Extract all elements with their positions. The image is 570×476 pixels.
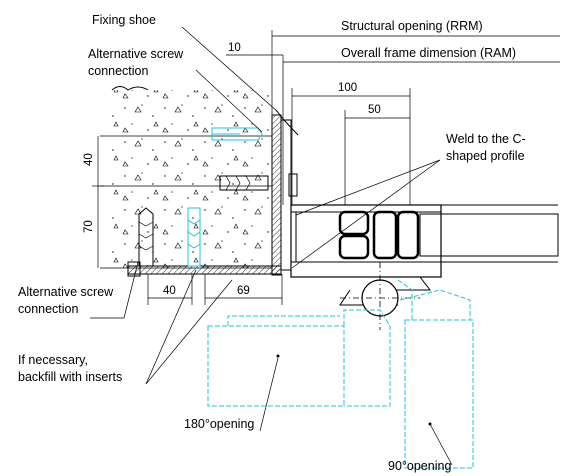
label-alt-screw-top: Alternative screw bbox=[88, 47, 184, 61]
dim-40-vertical: 40 bbox=[83, 153, 95, 166]
dim-10: 10 bbox=[228, 42, 241, 54]
label-fixing-shoe: Fixing shoe bbox=[92, 13, 156, 27]
label-overall-frame: Overall frame dimension (RAM) bbox=[341, 46, 516, 60]
hinge bbox=[340, 262, 420, 330]
dim-40-horizontal: 40 bbox=[163, 285, 176, 297]
dim-70-vertical: 70 bbox=[83, 220, 95, 233]
dim-50: 50 bbox=[368, 104, 381, 116]
label-alt-screw-bottom-2: connection bbox=[18, 302, 79, 316]
label-backfill-2: backfill with inserts bbox=[18, 370, 122, 384]
dim-69: 69 bbox=[237, 285, 250, 297]
label-alt-screw-top-2: connection bbox=[88, 64, 149, 78]
label-weld-2: shaped profile bbox=[446, 149, 525, 163]
label-alt-screw-bottom: Alternative screw bbox=[18, 285, 114, 299]
screw-anchors bbox=[138, 127, 298, 267]
dimension-lines bbox=[92, 30, 560, 305]
frame-profile bbox=[290, 204, 559, 306]
label-structural-opening: Structural opening (RRM) bbox=[341, 19, 483, 33]
label-opening-90: 90°opening bbox=[388, 459, 451, 473]
label-backfill: If necessary, bbox=[18, 353, 88, 367]
dim-100: 100 bbox=[338, 82, 357, 94]
leader-lines bbox=[90, 26, 453, 466]
label-weld: Weld to the C- bbox=[446, 132, 526, 146]
label-opening-180: 180°opening bbox=[184, 417, 254, 431]
sash-180 bbox=[207, 309, 391, 407]
concrete-wall bbox=[100, 86, 272, 269]
sash-90 bbox=[397, 279, 474, 469]
